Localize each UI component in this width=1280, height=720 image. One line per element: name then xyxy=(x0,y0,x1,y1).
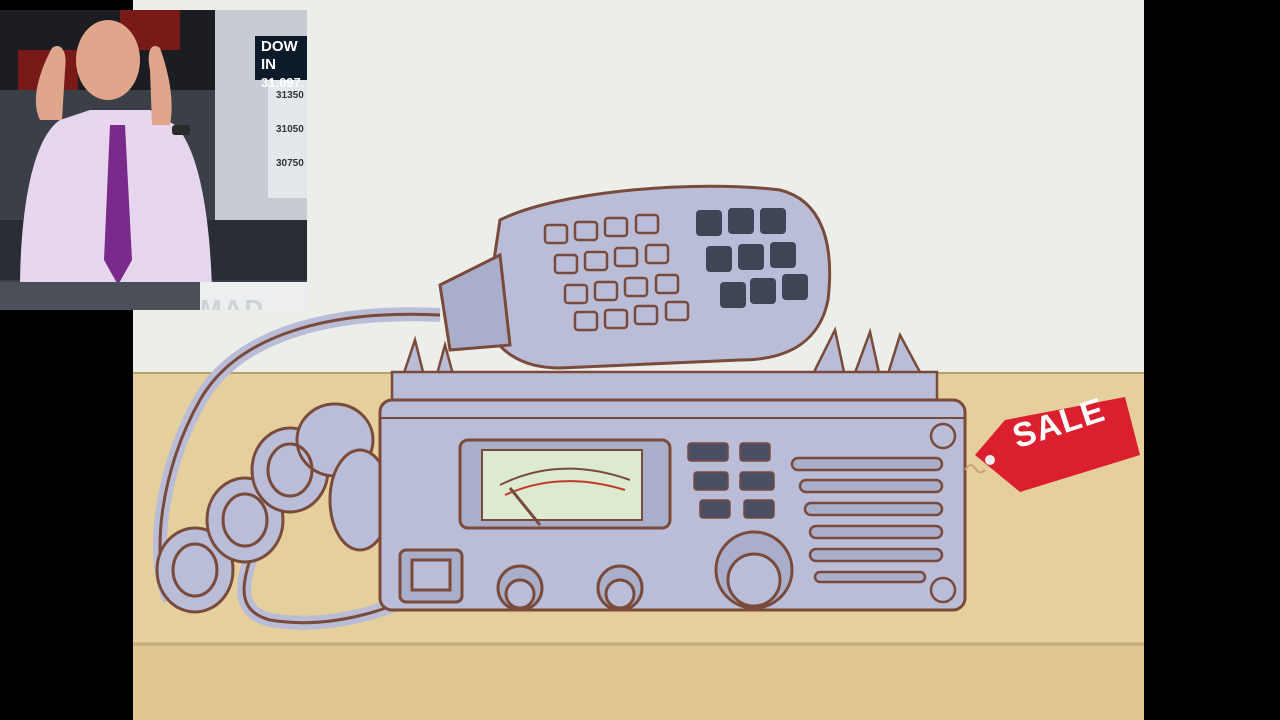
ticker-value: 31,097. xyxy=(261,75,305,90)
show-label: MAD xyxy=(200,294,266,310)
signal-meter-icon xyxy=(458,438,672,530)
pip-video xyxy=(0,10,307,310)
pip-overlay: DOW IN 31,097. 31350 31050 30750 MAD xyxy=(0,10,307,310)
coiled-cord-icon xyxy=(153,307,445,630)
sale-tag-icon xyxy=(964,397,1140,492)
desk-front-edge xyxy=(133,642,1144,720)
axis-tick: 31350 xyxy=(276,90,304,101)
microphone-handset-icon xyxy=(438,184,832,370)
radio-buttons xyxy=(687,442,775,519)
dow-ticker: DOW IN 31,097. xyxy=(255,36,307,90)
ticker-axis: 31350 31050 30750 xyxy=(268,90,307,208)
presenter-figure xyxy=(20,20,212,290)
axis-tick: 30750 xyxy=(276,158,304,169)
axis-tick: 31050 xyxy=(276,124,304,135)
ticker-title: DOW IN xyxy=(261,38,298,73)
radio-knobs xyxy=(398,530,794,612)
